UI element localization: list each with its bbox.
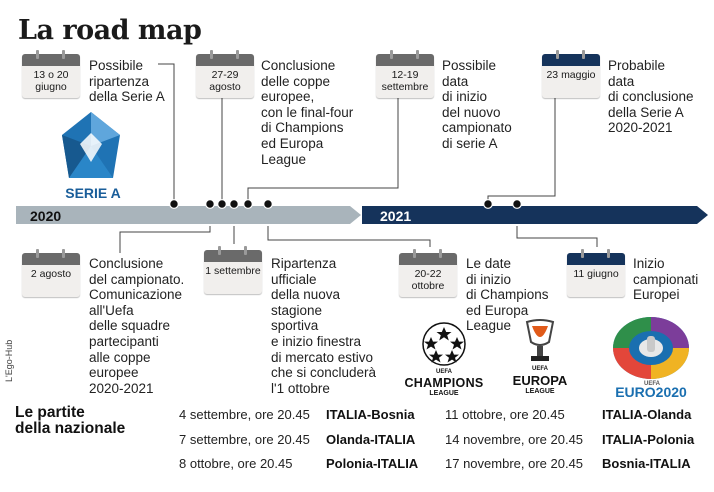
europa-league-logo-sub: LEAGUE — [525, 388, 555, 395]
connector-11-giugno — [516, 226, 598, 247]
match-teams: ITALIA-Polonia — [602, 432, 695, 447]
calendar-icon: 20-22 ottobre — [399, 249, 457, 297]
match-teams: Bosnia-ITALIA — [602, 456, 691, 471]
credit-label: L'Ego-Hub — [4, 339, 14, 382]
calendar-icon: 13 o 20 giugno — [22, 50, 80, 98]
match-date: 7 settembre, ore 20.45 — [179, 432, 310, 447]
year-label-2020: 2020 — [30, 208, 62, 224]
serie-a-logo-text: SERIE A — [65, 185, 121, 201]
timeline-dot — [217, 199, 227, 209]
event-date: 12-19 settembre — [381, 69, 429, 93]
timeline-dot — [512, 199, 522, 209]
connector-13-20-giugno — [158, 63, 175, 204]
calendar-icon: 27-29 agosto — [196, 50, 254, 98]
champions-league-logo-small: UEFA — [435, 369, 452, 375]
match-teams: ITALIA-Olanda — [602, 407, 692, 422]
event-date: 20-22 ottobre — [411, 268, 445, 292]
timeline-bar-2021 — [362, 206, 708, 224]
event-date: 11 giugno — [573, 268, 619, 280]
match-date: 14 novembre, ore 20.45 — [445, 432, 584, 447]
euro-2020-logo-text: EURO2020 — [615, 384, 687, 400]
timeline-dot — [205, 199, 215, 209]
serie-a-logo — [62, 112, 120, 178]
match-date: 11 ottobre, ore 20.45 — [445, 407, 565, 422]
timeline-dot — [229, 199, 239, 209]
euro-2020-logo-small: UEFA — [643, 381, 660, 387]
europa-league-logo-text: EUROPA — [512, 373, 568, 388]
timeline-dot — [169, 199, 179, 209]
event-date: 2 agosto — [30, 268, 72, 280]
match-date: 8 ottobre, ore 20.45 — [179, 456, 293, 471]
calendar-icon: 2 agosto — [22, 249, 80, 297]
euro-2020-logo — [613, 317, 689, 379]
connector-12-19-settembre — [247, 92, 399, 204]
champions-league-logo-text: CHAMPIONS — [404, 376, 484, 390]
match-date: 4 settembre, ore 20.45 — [179, 407, 310, 422]
page-title: La road map — [18, 15, 202, 46]
calendar-icon: 23 maggio — [542, 50, 600, 98]
event-date: 13 o 20 giugno — [33, 69, 69, 93]
match-date: 17 novembre, ore 20.45 — [445, 456, 584, 471]
event-date: 1 settembre — [205, 265, 261, 277]
calendar-icon: 12-19 settembre — [376, 50, 434, 98]
match-teams: Polonia-ITALIA — [326, 456, 419, 471]
connector-20-22-ottobre — [267, 226, 431, 247]
europa-league-logo-small: UEFA — [531, 366, 548, 372]
timeline-bar-2020 — [16, 206, 361, 224]
match-teams: ITALIA-Bosnia — [326, 407, 415, 422]
match-teams: Olanda-ITALIA — [326, 432, 416, 447]
champions-league-logo-sub: LEAGUE — [429, 390, 459, 397]
timeline-dot — [243, 199, 253, 209]
timeline-diagram — [16, 63, 708, 253]
year-label-2021: 2021 — [380, 208, 412, 224]
timeline-dot — [263, 199, 273, 209]
europa-league-trophy-icon — [525, 319, 555, 361]
event-date: 23 maggio — [546, 69, 596, 81]
champions-league-starball-icon — [422, 322, 466, 366]
calendar-icon: 11 giugno — [567, 249, 625, 297]
calendar-icon: 1 settembre — [204, 246, 262, 294]
event-date: 27-29 agosto — [209, 69, 241, 93]
connector-2-agosto — [119, 226, 211, 253]
timeline-dot — [483, 199, 493, 209]
